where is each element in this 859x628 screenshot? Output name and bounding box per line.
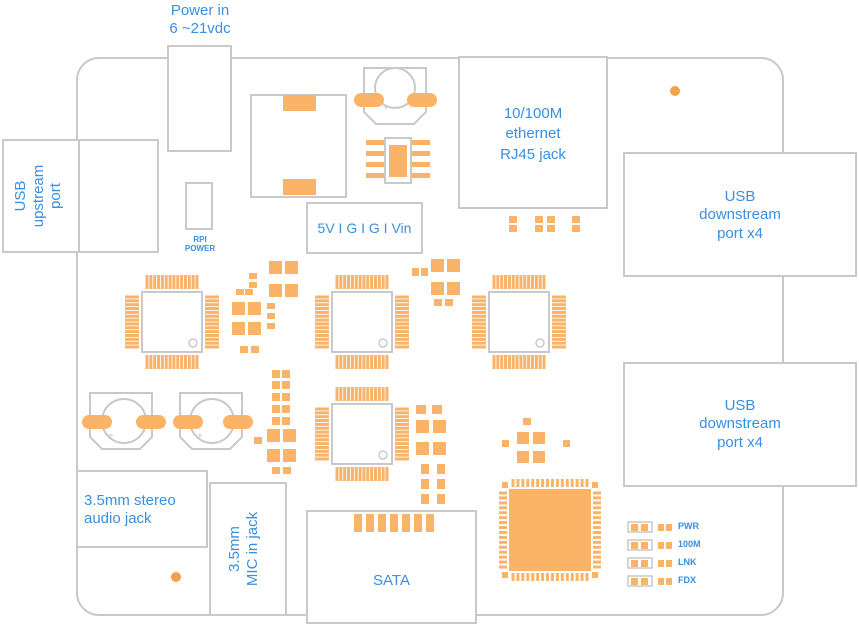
capacitor-left: + (82, 392, 166, 450)
qfp-chip-2 (315, 275, 409, 369)
ethernet-line3: RJ45 jack (500, 145, 566, 163)
qfp-chip-1 (125, 275, 219, 369)
audio-line1: 3.5mm stereo (84, 492, 176, 509)
rails-label: 5V I G I G I Vin (317, 220, 412, 236)
power-in-label: Power in 6 ~21vdc (150, 2, 250, 37)
rj45-jack (458, 56, 608, 209)
rpi-power-label: RPI POWER (170, 235, 230, 253)
usb-down-bottom-line1: USB (724, 397, 756, 414)
rails-connector (306, 202, 423, 254)
audio-line2: audio jack (84, 509, 152, 527)
svg-text:+: + (108, 431, 114, 442)
rj45-pads (509, 216, 580, 232)
pad-clusters (232, 259, 570, 504)
rpi-power-line1: RPI (193, 235, 207, 244)
mic-jack-label: 3.5mm MIC in jack (226, 489, 270, 609)
qfp-chip-4 (315, 387, 409, 481)
power-in-line1: Power in (170, 2, 230, 19)
qfp-chips (125, 275, 601, 581)
qfp-chip-3 (472, 275, 566, 369)
usb-down-top-line1: USB (724, 188, 756, 205)
sata-label: SATA (373, 572, 410, 589)
mount-dot-top-right (670, 86, 680, 96)
audio-jack (76, 470, 208, 548)
usb-upstream-line2: upstream (29, 164, 47, 228)
usb-down-top-line3: port x4 (717, 224, 763, 242)
led-100m-label: 100M (678, 539, 701, 549)
svg-text:+: + (197, 431, 203, 442)
ethernet-line1: 10/100M (503, 105, 563, 122)
mount-dot-bottom-left (171, 572, 181, 582)
usb-upstream-label: USB upstream port (12, 154, 64, 238)
svg-text:+: + (383, 103, 389, 114)
usb-down-bottom-line3: port x4 (717, 433, 763, 451)
led-pwr-label: PWR (678, 521, 699, 531)
usb-downstream-top-label: USB downstream port x4 (624, 188, 856, 243)
mic-jack (209, 482, 287, 616)
soic-chip (366, 137, 430, 184)
usb-downstream-top (623, 152, 857, 277)
led-fdx-label: FDX (678, 575, 696, 585)
usb-down-bottom-line2: downstream (699, 415, 781, 433)
ethernet-label: 10/100M ethernet RJ45 jack (459, 104, 607, 165)
usb-upstream-line3: port (47, 183, 65, 209)
rpi-power-line2: POWER (184, 244, 216, 254)
usb-upstream-line1: USB (12, 180, 29, 212)
usb-upstream-outer (2, 139, 159, 253)
usb-down-top-line2: downstream (699, 206, 781, 224)
mic-line2: MIC in jack (243, 511, 261, 587)
audio-jack-label: 3.5mm stereo audio jack (84, 492, 204, 527)
ethernet-controller-chip (499, 479, 601, 581)
led-lnk-label: LNK (678, 557, 697, 567)
sata-pads (354, 514, 434, 532)
usb-downstream-bottom (623, 362, 857, 487)
power-jack (167, 45, 232, 152)
capacitor-top: + (354, 67, 437, 125)
ethernet-line2: ethernet (505, 125, 561, 143)
mic-line1: 3.5mm (226, 526, 243, 572)
usb-downstream-bottom-label: USB downstream port x4 (624, 397, 856, 452)
led-pads (627, 521, 672, 587)
power-in-line2: 6 ~21vdc (169, 19, 231, 37)
capacitor-right: + (173, 392, 253, 450)
rpi-power-header (185, 182, 213, 230)
